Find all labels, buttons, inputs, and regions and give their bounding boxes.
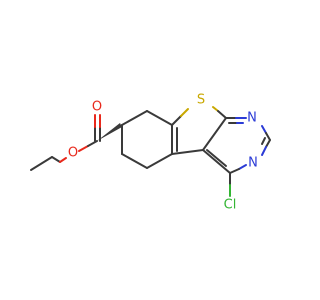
bond-n3-c4 xyxy=(229,168,240,174)
molecule-structure: O O S N N Cl xyxy=(30,93,271,213)
bond-n1-c2-blue xyxy=(261,125,267,134)
bond-c2-n3 xyxy=(265,139,271,148)
bond-c5-c4b xyxy=(146,153,173,169)
bond-s-c8b-yellow xyxy=(212,106,219,112)
bond-c2-n3-double xyxy=(261,137,266,145)
atom-label-nitrogen-bottom: N xyxy=(248,156,258,171)
bond-ethyl-o xyxy=(59,157,67,163)
atom-label-chlorine: Cl xyxy=(224,198,237,213)
bond-c8-c8a xyxy=(146,110,173,126)
bond-n3-c4-blue xyxy=(238,164,247,170)
bond-c4a-c8b xyxy=(202,117,227,151)
atom-label-oxygen-ester: O xyxy=(68,146,78,161)
bond-c2-n3-blue xyxy=(261,146,267,156)
atom-label-sulfur: S xyxy=(197,93,205,108)
bond-ethyl-ch2 xyxy=(51,156,61,163)
bond-s-c8b xyxy=(217,110,227,119)
atom-label-nitrogen-top: N xyxy=(247,111,257,126)
bond-c8a-s-yellow xyxy=(180,108,189,117)
bond-c4b-c4a xyxy=(171,149,204,155)
bond-c8a-s xyxy=(171,115,182,126)
bond-c4-c4a xyxy=(202,149,231,174)
bond-n1-c2 xyxy=(265,132,271,141)
bond-c6-c5 xyxy=(121,153,148,169)
stereo-wedge-bond xyxy=(97,123,122,141)
bond-ethyl-ch3 xyxy=(30,156,53,171)
atom-label-oxygen-carbonyl: O xyxy=(92,100,102,115)
bond-c4-c4a-double xyxy=(206,149,227,167)
bond-o-carbonyl xyxy=(78,145,89,152)
bond-c7-c8 xyxy=(121,110,148,126)
